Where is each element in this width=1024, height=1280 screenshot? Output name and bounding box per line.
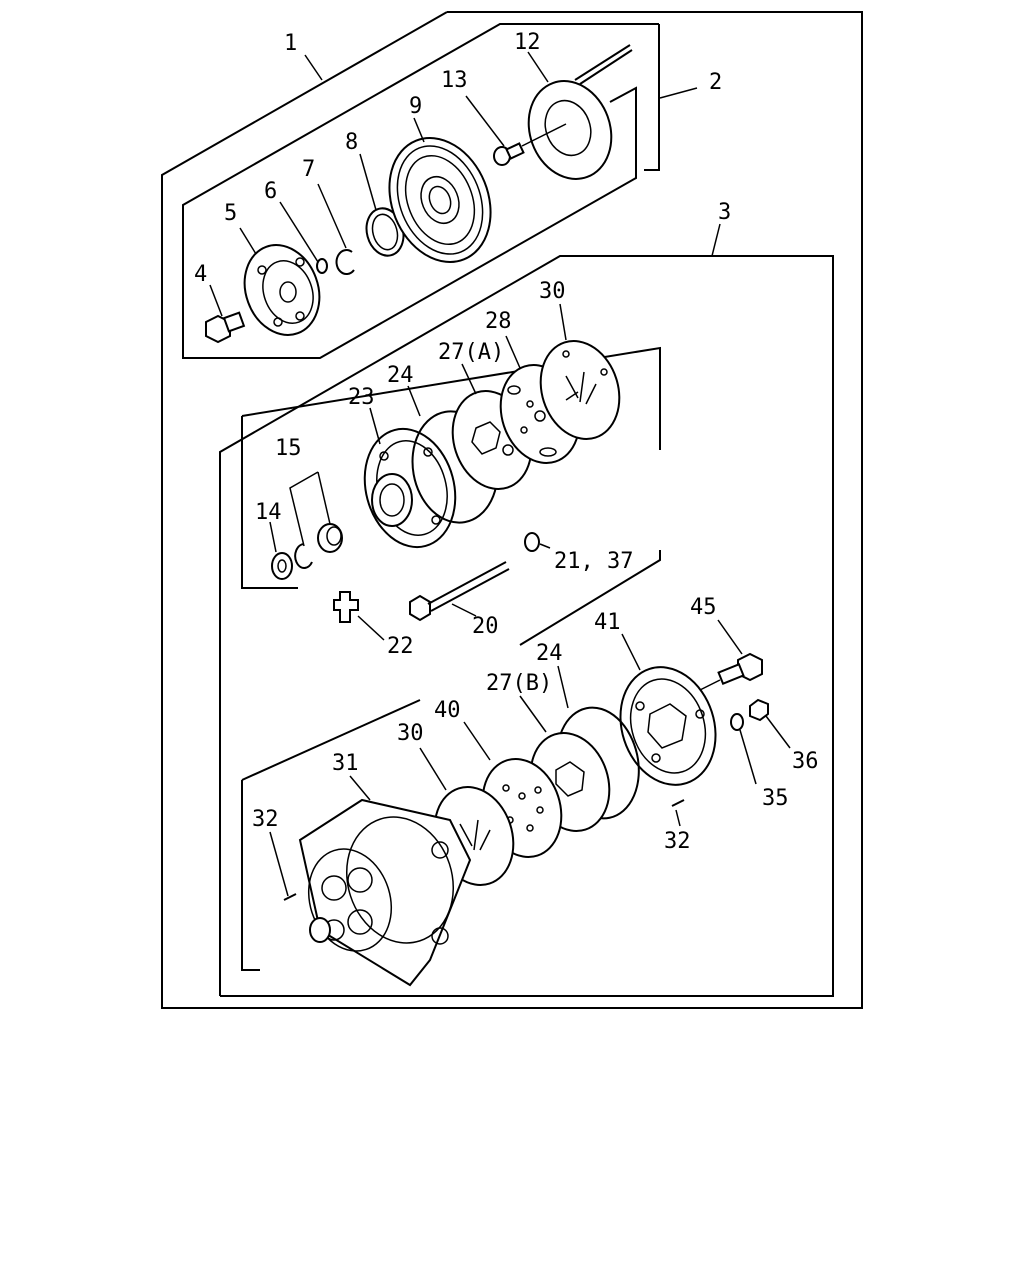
parts [205,44,769,987]
group-boundaries [161,11,863,1009]
label-41: 41 [594,610,621,635]
label-24-front: 24 [387,363,414,388]
label-23: 23 [348,385,375,410]
label-28: 28 [485,309,512,334]
label-15: 15 [275,436,302,461]
callout-labels: 1 2 3 4 5 6 7 8 9 12 13 14 15 20 21, 37 … [194,30,819,854]
label-21-37: 21, 37 [554,549,633,574]
part-5-hub-plate [243,244,321,336]
label-30-rear: 30 [397,721,424,746]
part-6-washer [316,258,328,274]
label-31: 31 [332,751,359,776]
part-14-washer [271,552,293,580]
label-20: 20 [472,614,499,639]
part-15-seal [317,523,343,553]
part-22-key [333,591,359,623]
part-12-field-coil [527,44,633,180]
part-32-pin-left [283,893,297,901]
leader-lines [209,51,791,897]
boundary-clutch-group-2b [182,23,659,359]
label-6: 6 [264,179,277,204]
part-20-bolt [409,561,510,622]
part-31-cylinder-block [298,798,472,987]
label-14: 14 [255,500,282,525]
label-13: 13 [441,68,468,93]
label-27b: 27(B) [486,671,552,696]
boundary-front-section [241,416,298,589]
boundary-compressor-group-3 [219,255,834,997]
label-35: 35 [762,786,789,811]
label-4: 4 [194,262,207,287]
label-32-left: 32 [252,807,279,832]
label-1: 1 [284,31,297,56]
boundary-front-section-c [519,550,661,646]
label-30-front: 30 [539,279,566,304]
label-12: 12 [514,30,541,55]
part-32-pin-right [671,799,685,807]
label-40: 40 [434,698,461,723]
label-8: 8 [345,130,358,155]
boundary-clutch-group-2 [644,24,660,171]
part-45-bolt [699,652,763,691]
boundary-assembly-1 [161,11,863,1009]
boundary-rear-section [241,780,260,971]
part-8-shim [365,207,405,257]
part-21-o-ring [524,532,540,552]
part-30-reed-front [539,340,621,440]
label-27a: 27(A) [438,340,504,365]
part-41-rear-head [619,666,717,786]
label-22: 22 [387,634,414,659]
part-35-o-ring [730,713,744,731]
label-3: 3 [718,200,731,225]
label-36: 36 [792,749,819,774]
label-7: 7 [302,157,315,182]
label-32-right: 32 [664,829,691,854]
boundary-front-section-b [241,346,661,450]
boundary-rear-section-b [241,699,421,781]
part-23-front-head [363,427,457,549]
label-2: 2 [709,70,722,95]
part-7-snap-ring [335,249,355,275]
label-24-rear: 24 [536,641,563,666]
part-15-ring [294,543,313,569]
part-4-bolt [205,311,246,344]
label-9: 9 [409,94,422,119]
label-45: 45 [690,595,717,620]
part-13-screw [493,123,567,166]
part-36-nut [749,698,769,722]
label-5: 5 [224,201,237,226]
part-9-pulley [388,136,492,264]
